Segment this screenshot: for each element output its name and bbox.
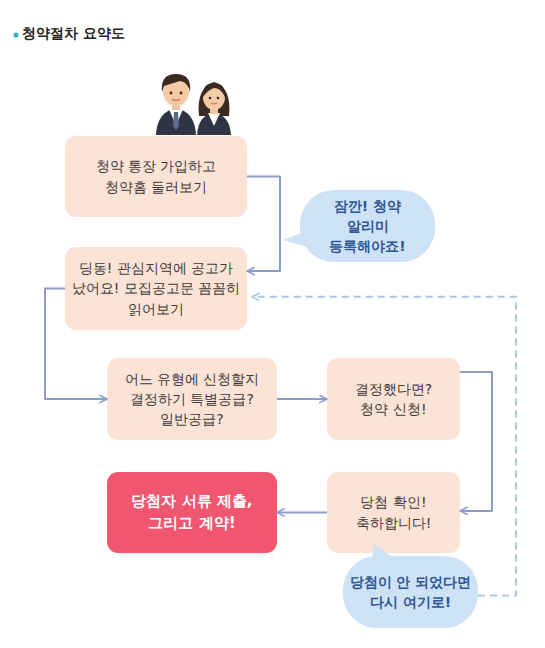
flow-arrow: [277, 398, 327, 400]
couple-illustration: [156, 74, 231, 135]
node-text: 청약 통장 가입하고 청약홈 둘러보기: [81, 156, 231, 197]
speech-bubble: 잠깐! 청약 알리미 등록해야죠!: [300, 190, 435, 262]
process-box: 당첨 확인! 축하합니다!: [327, 472, 460, 553]
title-text: 청약절차 요약도: [22, 25, 125, 41]
flow-arrow: [460, 372, 492, 511]
flow-arrow: [277, 512, 327, 514]
node-text: 당첨자 서류 제출, 그리고 계약!: [122, 491, 262, 535]
bubble-outline: [343, 556, 478, 628]
process-box: 딩동! 관심지역에 공고가 났어요! 모집공고문 꼼꼼히 읽어보기: [65, 247, 247, 330]
process-box: 어느 유형에 신청할지 결정하기 특별공급? 일반공급?: [107, 358, 277, 440]
title-bullet: [14, 33, 19, 38]
flow-arrow: [45, 289, 107, 400]
process-box: 청약 통장 가입하고 청약홈 둘러보기: [65, 136, 247, 217]
node-text: 어느 유형에 신청할지 결정하기 특별공급? 일반공급?: [117, 369, 267, 430]
node-text: 잠깐! 청약 알리미 등록해야죠!: [324, 196, 412, 257]
diagram-title: 청약절차 요약도: [22, 25, 125, 43]
bubble-body: [343, 556, 478, 628]
node-text: 딩동! 관심지역에 공고가 났어요! 모집공고문 꼼꼼히 읽어보기: [70, 258, 242, 319]
return-arrow: [252, 297, 516, 596]
final-step-box: 당첨자 서류 제출, 그리고 계약!: [107, 472, 277, 553]
node-text: 당첨이 안 되었다면 다시 여기로!: [346, 572, 476, 613]
process-box: 결정했다면? 청약 신청!: [327, 358, 460, 440]
node-text: 당첨 확인! 축하합니다!: [346, 492, 441, 533]
node-text: 결정했다면? 청약 신청!: [344, 379, 444, 420]
flow-arrow: [247, 177, 280, 272]
speech-bubble: 당첨이 안 되었다면 다시 여기로!: [343, 556, 478, 628]
bubble-body: [300, 190, 435, 262]
